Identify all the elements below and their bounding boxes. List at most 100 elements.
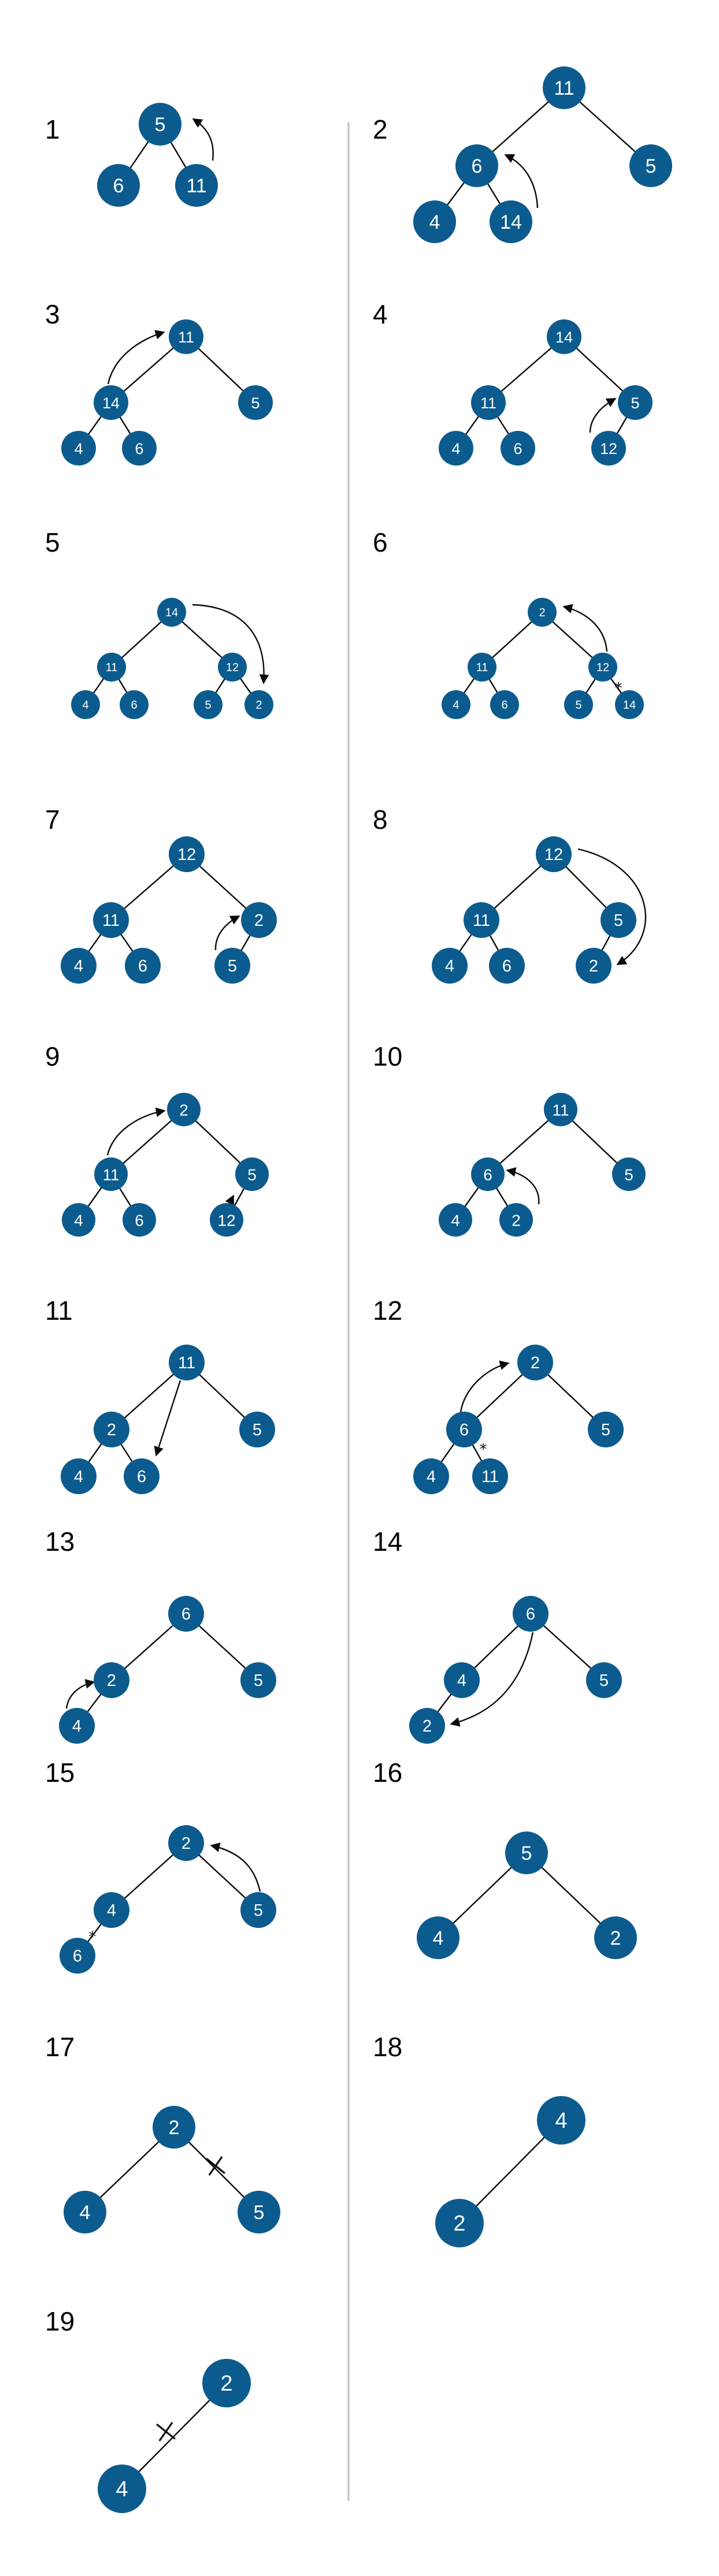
node-value: 6 (135, 1212, 144, 1230)
node-value: 14 (555, 329, 573, 346)
heap-node: 12 (218, 653, 247, 682)
node-circle (240, 1662, 276, 1698)
heap-node: 5 (564, 690, 593, 719)
heap-node: 5 (240, 1892, 276, 1928)
heap-node: 14 (157, 598, 186, 627)
node-circle (442, 690, 470, 719)
node-circle (61, 948, 97, 984)
heap-node: 12 (591, 431, 626, 466)
node-value: 12 (596, 661, 609, 674)
node-circle (94, 1892, 129, 1928)
swap-arrow (210, 1842, 261, 1892)
node-circle (517, 1345, 553, 1380)
heap-node: 11 (94, 1157, 128, 1191)
node-circle (168, 1596, 204, 1632)
node-value: 11 (102, 911, 120, 930)
node-value: 5 (254, 1672, 263, 1690)
node-value: 4 (453, 699, 459, 712)
swap-arrow (504, 154, 539, 209)
node-circle (455, 144, 498, 187)
step-label: 3 (45, 299, 60, 329)
removed-link-cross (206, 2156, 225, 2176)
node-value: 14 (102, 394, 120, 412)
node-circle (238, 2191, 280, 2233)
node-value: 5 (624, 1166, 633, 1184)
node-circle (618, 385, 653, 420)
heap-node: 4 (537, 2096, 585, 2145)
node-value: 2 (181, 1834, 191, 1853)
node-circle (544, 1093, 577, 1126)
heap-node: 2 (94, 1662, 129, 1698)
swap-arrow (106, 1107, 166, 1156)
node-value: 4 (427, 1468, 436, 1486)
heap-node: 11 (472, 1458, 508, 1494)
heap-node: 5 (235, 1157, 269, 1191)
node-value: 6 (135, 440, 143, 457)
node-value: 6 (459, 1421, 469, 1439)
heap-node: 5 (238, 2191, 280, 2233)
node-circle (537, 2096, 585, 2145)
node-value: 11 (178, 1354, 195, 1372)
heap-node: 2 (241, 902, 277, 938)
heap-node: 2 (94, 1412, 129, 1447)
node-value: 2 (220, 2372, 232, 2396)
heap-node: 5 (139, 103, 181, 146)
heap-node: 14 (615, 690, 644, 719)
heap-node: 2 (576, 948, 611, 984)
node-value: 4 (74, 957, 83, 976)
node-circle (240, 1892, 276, 1928)
heap-node: 4 (59, 1708, 95, 1744)
node-value: 14 (623, 699, 636, 712)
heap-node: 4 (61, 948, 97, 984)
node-value: 6 (137, 1468, 146, 1486)
node-circle (468, 653, 496, 682)
heap-node: 4 (413, 1458, 449, 1494)
node-circle (123, 1203, 156, 1237)
heap-node: 11 (97, 653, 126, 682)
node-circle (435, 2199, 484, 2247)
heap-node: 6 (489, 948, 525, 984)
heap-node: 4 (71, 690, 100, 719)
node-value: 11 (552, 1101, 569, 1119)
heap-node: 11 (169, 319, 203, 354)
step-label: 12 (373, 1296, 402, 1326)
swap-arrow (506, 1167, 540, 1205)
node-circle (413, 200, 456, 243)
heap-node: 6 (125, 948, 161, 984)
node-value: 12 (217, 1212, 235, 1230)
node-circle (586, 1662, 622, 1698)
node-circle (97, 164, 140, 207)
node-circle (588, 1412, 624, 1447)
node-circle (439, 431, 473, 466)
node-value: 14 (500, 211, 522, 233)
heap-node: 5 (240, 1662, 276, 1698)
tree-edge (121, 2383, 227, 2489)
node-circle (612, 1157, 646, 1191)
heap-node: 2 (528, 598, 557, 627)
node-value: 5 (155, 114, 166, 136)
node-value: 2 (255, 699, 262, 712)
node-circle (175, 164, 218, 207)
heap-node: 5 (618, 385, 653, 420)
node-circle (157, 598, 186, 627)
node-value: 5 (614, 911, 623, 930)
swap-arrow (65, 1679, 95, 1709)
node-circle (62, 1203, 95, 1237)
node-value: 5 (646, 155, 657, 177)
node-value: 4 (107, 1901, 116, 1920)
swap-arrow (577, 848, 646, 966)
swap-arrow (450, 1632, 534, 1727)
node-circle (536, 836, 572, 872)
